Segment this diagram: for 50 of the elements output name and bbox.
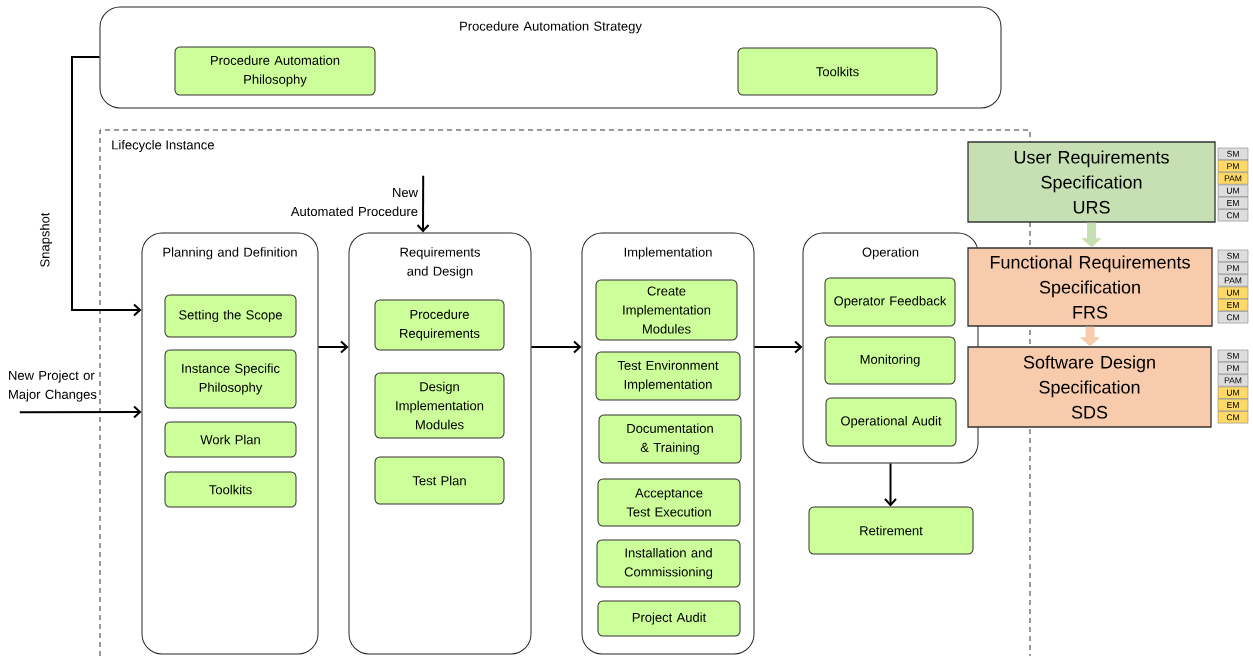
role-tag: SM bbox=[1217, 249, 1249, 262]
role-tag: PAM bbox=[1217, 274, 1249, 287]
arrow bbox=[71, 56, 142, 317]
role-tag: PAM bbox=[1217, 374, 1249, 387]
role-tag: PM bbox=[1217, 262, 1249, 275]
edge-label: Snapshot bbox=[39, 212, 53, 267]
specification-box: Software Design Specification SDS bbox=[967, 346, 1212, 428]
task-box: Instance Specific Philosophy bbox=[164, 349, 297, 409]
arrow bbox=[416, 224, 430, 233]
task-box: Toolkits bbox=[164, 471, 297, 508]
arrow bbox=[317, 340, 349, 354]
role-tag: SM bbox=[1217, 349, 1249, 362]
role-tag: UM bbox=[1217, 386, 1249, 399]
task-box: Operational Audit bbox=[825, 397, 957, 447]
specification-box: Functional Requirements Specification FRS bbox=[967, 247, 1213, 327]
role-tag: UM bbox=[1217, 286, 1249, 299]
task-box: Acceptance Test Execution bbox=[597, 478, 741, 527]
role-tag: EM bbox=[1217, 196, 1249, 210]
role-tag: EM bbox=[1217, 298, 1249, 312]
input-label: New Automated Procedure bbox=[290, 187, 419, 217]
arrow bbox=[884, 462, 897, 507]
role-tag: UM bbox=[1217, 184, 1249, 197]
task-box: Setting the Scope bbox=[164, 294, 297, 338]
role-tag: CM bbox=[1217, 209, 1249, 222]
task-box: Design Implementation Modules bbox=[374, 372, 505, 439]
role-tag: PM bbox=[1217, 160, 1249, 173]
task-box: Procedure Requirements bbox=[374, 299, 505, 351]
role-tag: CM bbox=[1217, 411, 1249, 424]
task-box: Test Environment Implementation bbox=[595, 351, 741, 401]
task-box: Create Implementation Modules bbox=[595, 279, 738, 341]
role-tag: EM bbox=[1217, 398, 1249, 412]
task-box: Retirement bbox=[808, 506, 974, 555]
task-box: Monitoring bbox=[824, 336, 956, 385]
role-tag: CM bbox=[1217, 311, 1249, 324]
input-label: New Project or Major Changes bbox=[9, 370, 97, 402]
task-box: Documentation & Training bbox=[598, 414, 742, 464]
arrow bbox=[133, 405, 142, 419]
arrow bbox=[753, 340, 803, 354]
task-box: Test Plan bbox=[374, 456, 505, 505]
specification-box: User Requirements Specification URS bbox=[967, 141, 1216, 223]
role-tag: PAM bbox=[1217, 172, 1249, 185]
task-box: Work Plan bbox=[164, 421, 297, 458]
arrow bbox=[530, 340, 582, 354]
task-box: Toolkits bbox=[737, 47, 938, 96]
task-box: Procedure Automation Philosophy bbox=[174, 46, 376, 96]
task-box: Installation and Commissioning bbox=[596, 539, 741, 588]
role-tag: SM bbox=[1217, 147, 1249, 160]
task-box: Operator Feedback bbox=[824, 277, 956, 327]
role-tag: PM bbox=[1217, 362, 1249, 375]
task-box: Project Audit bbox=[597, 600, 741, 637]
